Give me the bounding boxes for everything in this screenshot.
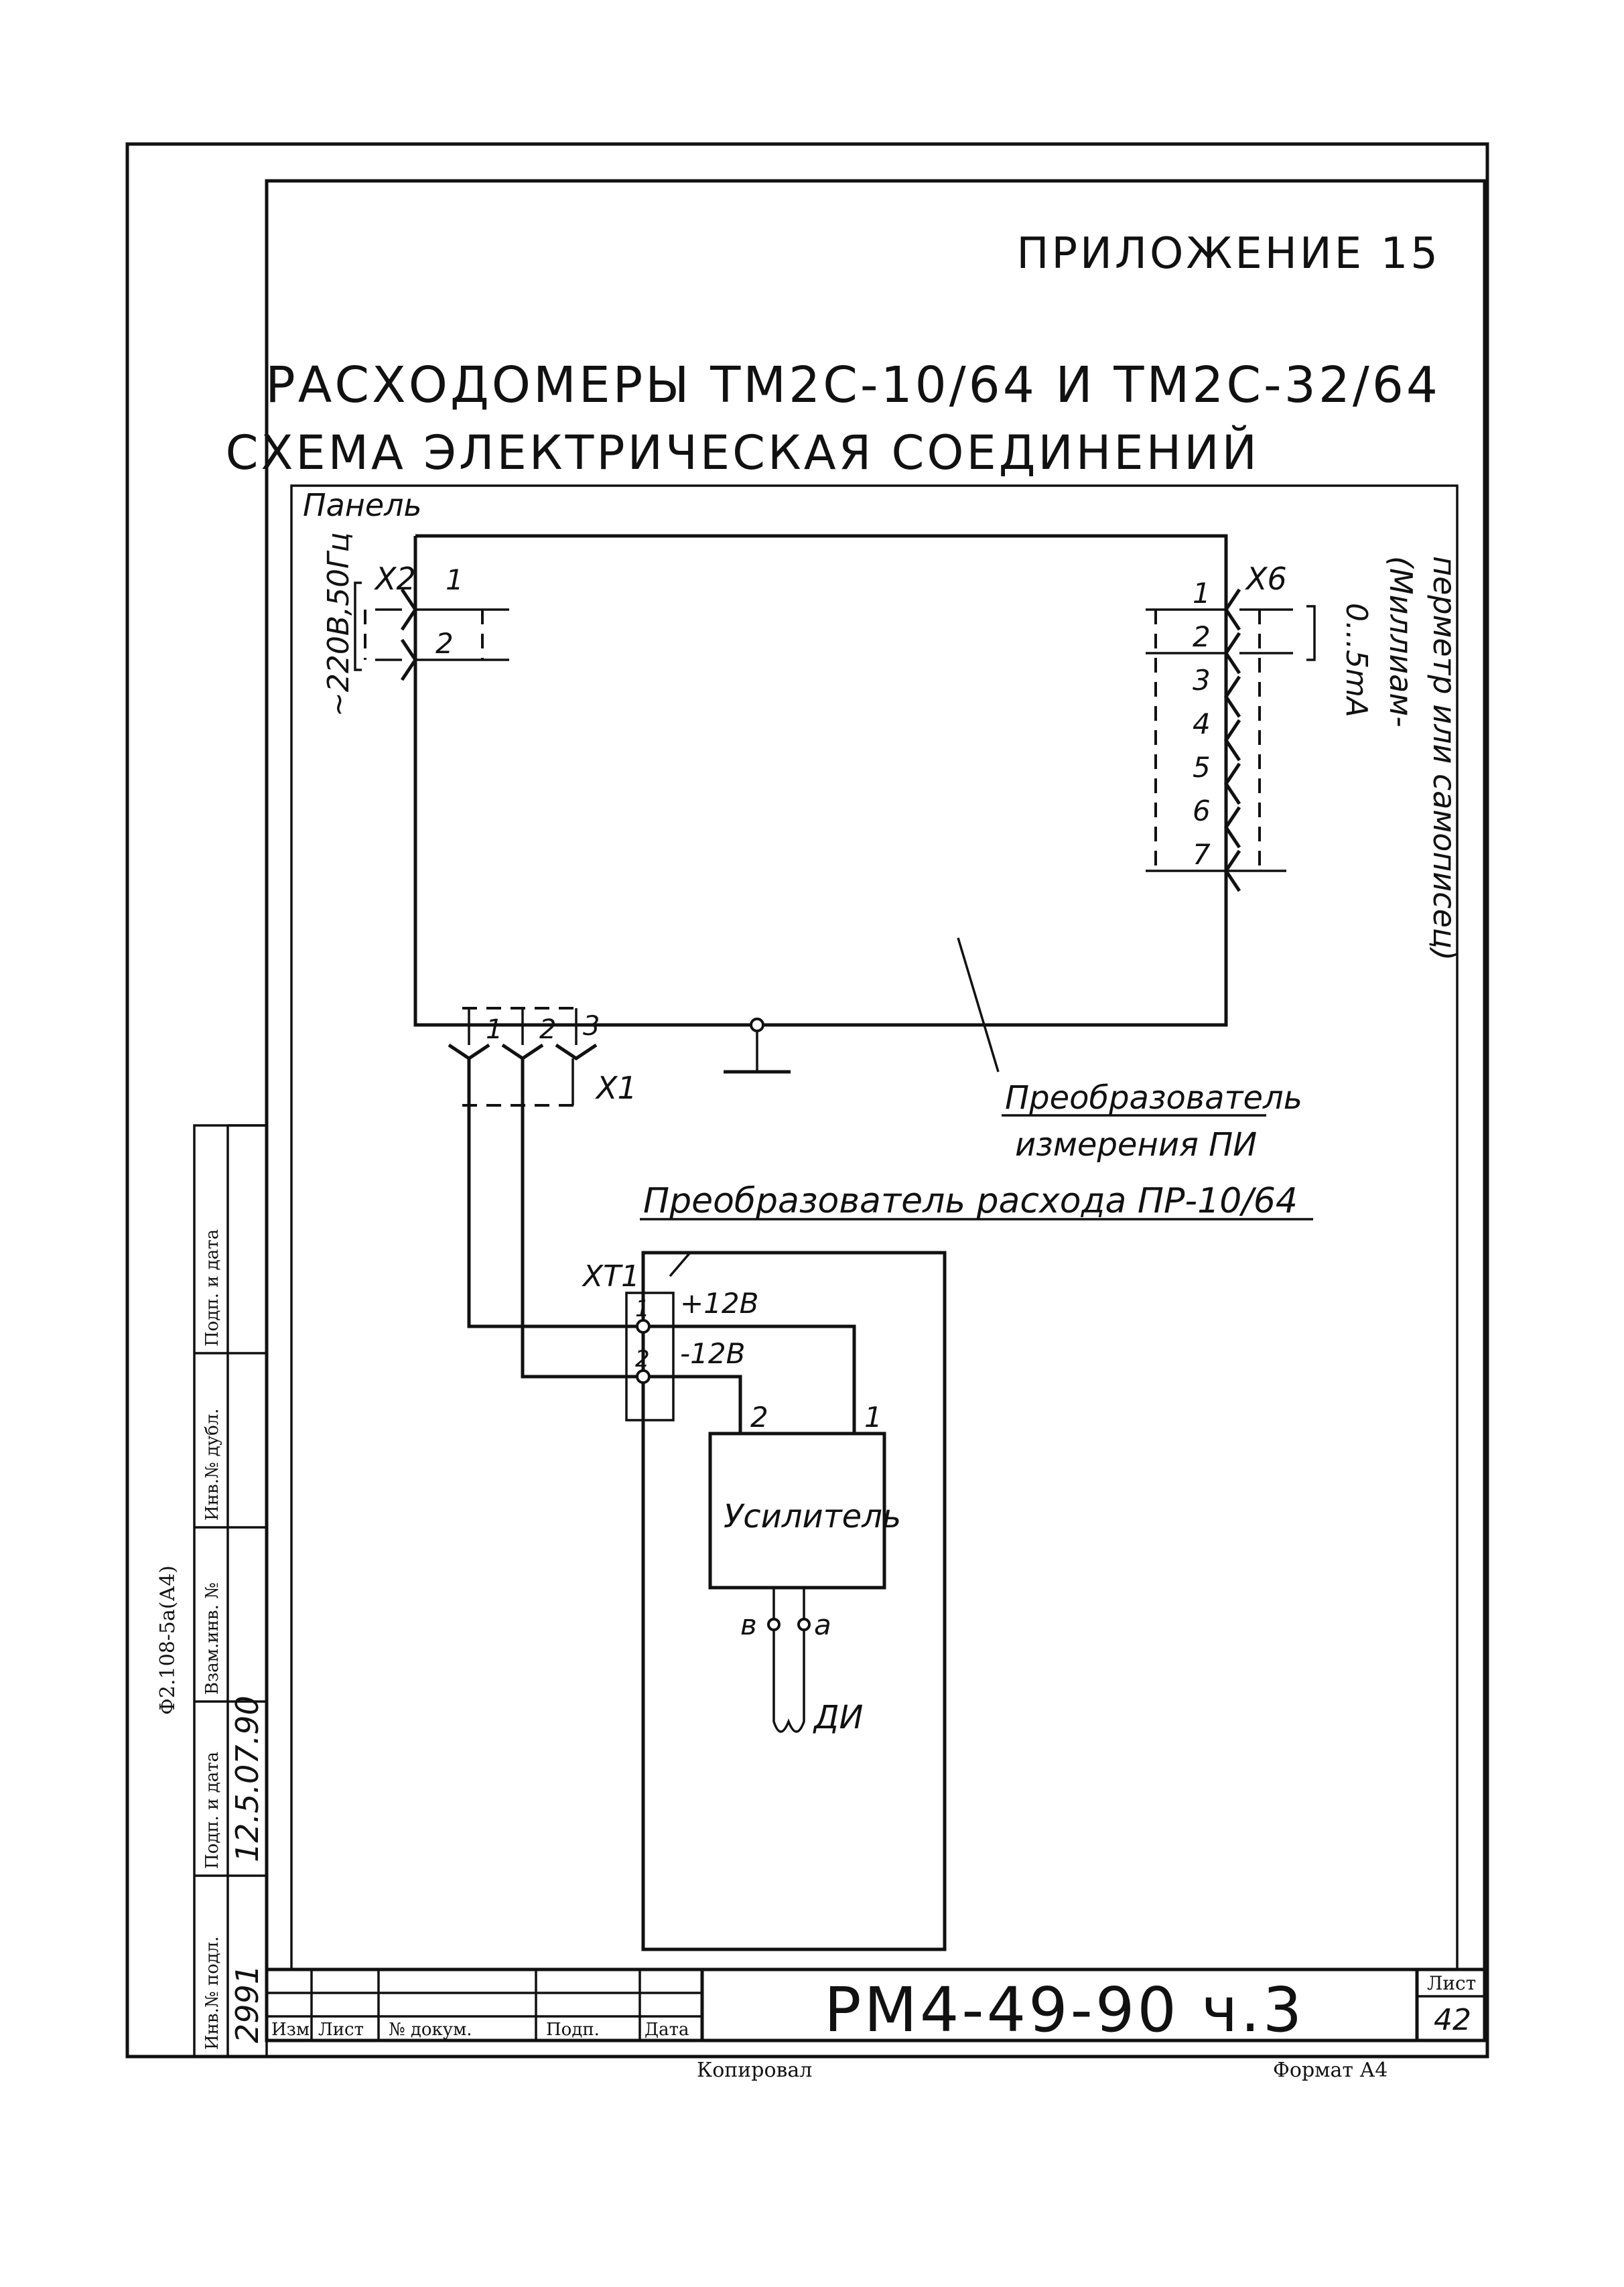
wire-x1-pin2 [521,1058,643,1379]
inner-frame [265,179,1487,2042]
x6-pin7: 7 [1193,838,1211,871]
x6-connector [1146,588,1316,892]
tb-document-code: РМ4-49-90 ч.3 [824,1974,1304,2046]
x6-pin4: 4 [1193,707,1211,740]
ground-symbol [724,1018,791,1074]
x1-pin1: 1 [486,1014,502,1045]
title-line1: РАСХОДОМЕРЫ ТМ2С-10/64 И ТМ2С-32/64 [265,356,1440,414]
title-block [267,1967,1485,2040]
amp-output-v: в [740,1608,757,1641]
title-line2: СХЕМА ЭЛЕКТРИЧЕСКАЯ СОЕДИНЕНИЙ [226,425,1260,480]
amp-input-2: 2 [750,1401,768,1434]
pi-label-line2: измерения ПИ [1015,1126,1257,1164]
stamp-col-podp-data: Подп. и дата [202,1752,222,1869]
amplifier-box [708,1432,886,1590]
wire-x1-pin1 [467,1058,643,1328]
footer-format: Формат А4 [1273,2059,1388,2082]
stamp-form: Ф2.108-5а(А4) [156,1566,180,1715]
stamp-date-value: 12.5.07.90 [229,1695,265,1862]
tb-sheet-number: 42 [1434,2003,1471,2037]
x2-pin1: 1 [446,563,464,596]
stamp-col-vzam: Взам.инв. № [202,1582,222,1695]
wire-12v-pos [643,1324,856,1434]
x6-signal-label: 0...5mA [1339,603,1373,717]
x2-name: X2 [374,561,416,597]
pr-leader-line [669,1251,691,1277]
x1-pin2: 2 [539,1014,556,1045]
tb-sheet-label: Лист [1427,1972,1476,1994]
xt1-pin2: 2 [635,1346,650,1373]
tb-col-doc: № докум. [389,2020,472,2040]
xt1-pin1: 1 [635,1296,650,1322]
tb-col-podp: Подп. [546,2020,600,2040]
x6-pin6: 6 [1193,794,1211,827]
tb-col-data: Дата [645,2020,689,2040]
footer-copied: Копировал [697,2059,812,2082]
outer-frame [125,142,1489,2059]
panel-label: Панель [303,487,422,523]
x2-connector [354,581,509,681]
xt1-node2 [636,1369,651,1384]
pi-leader-line [957,937,1000,1072]
sensor-coil [767,1588,811,1733]
side-stamp [193,1124,268,2058]
stamp-col-podp-data2: Подп. и дата [202,1229,222,1346]
xt1-name: XT1 [582,1259,640,1294]
x6-pin1: 1 [1193,577,1211,610]
pr-box [641,1251,947,1951]
xt1-v1: +12В [680,1287,758,1320]
pi-label-line1: Преобразователь [1005,1079,1302,1117]
appendix-label: ПРИЛОЖЕНИЕ 15 [1016,229,1440,279]
x6-pin5: 5 [1193,751,1211,784]
stamp-col-inv-podl: Инв.№ подл. [202,1936,222,2050]
tb-col-list: Лист [318,2020,364,2040]
x6-pin2: 2 [1193,620,1211,653]
x6-device-line1: (Миллиам- [1383,556,1419,727]
sensor-label: ДИ [813,1699,863,1736]
x2-pin2: 2 [435,627,454,660]
amp-input-1: 1 [864,1401,882,1434]
x1-name: X1 [595,1070,637,1106]
x1-pin3: 3 [583,1011,600,1042]
xt1-v2: -12В [680,1337,745,1370]
stamp-col-inv-dubl: Инв.№ дубл. [202,1408,222,1521]
tb-col-izm: Изм [271,2020,310,2040]
x2-supply-label: ~220В,50Гц [322,533,356,717]
x6-name: X6 [1245,561,1287,597]
pr-label: Преобразователь расхода ПР-10/64 [643,1181,1298,1221]
x6-pin3: 3 [1193,664,1211,697]
panel-frame [290,484,1459,1971]
stamp-inv-value: 2991 [229,1965,265,2043]
amplifier-label: Усилитель [724,1498,901,1535]
wire-12v-neg [643,1375,742,1434]
xt1-node1 [636,1319,651,1334]
xt1-terminal [625,1292,675,1422]
x6-device-line2: перметр или самописец) [1426,556,1463,961]
pi-box [413,534,1228,1027]
amp-output-a: а [814,1608,831,1641]
